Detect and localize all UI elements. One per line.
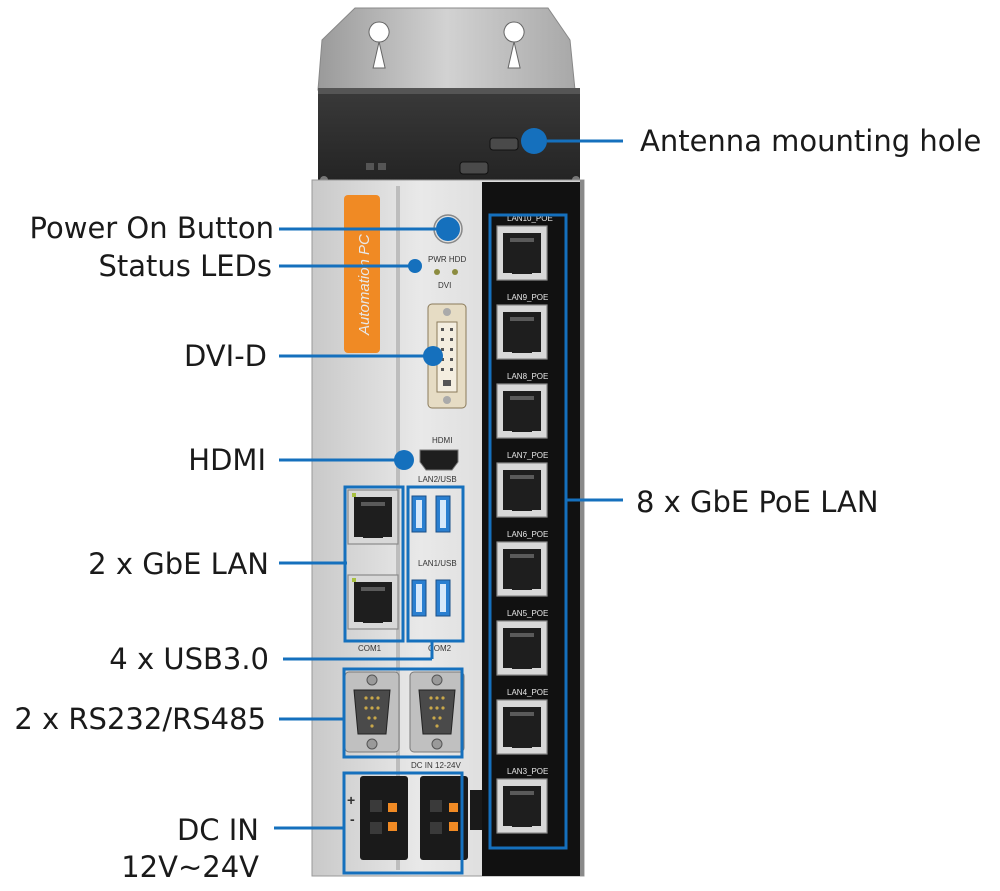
lan2-usb-label: LAN2/USB	[418, 475, 457, 484]
label-gbe-lan: 2 x GbE LAN	[88, 547, 269, 581]
label-poe-lan: 8 x GbE PoE LAN	[636, 485, 879, 519]
poe-port-label: LAN10_POE	[507, 214, 553, 223]
poe-port-label: LAN7_POE	[507, 451, 548, 460]
poe-port	[496, 541, 548, 597]
poe-port-label: LAN5_POE	[507, 609, 548, 618]
keyhole-right	[503, 21, 525, 69]
dc-terminal-graphic: + -	[347, 776, 482, 860]
poe-port	[496, 304, 548, 360]
label-dc-in-range: 12V~24V	[121, 850, 259, 884]
label-status-leds: Status LEDs	[98, 249, 272, 283]
poe-port	[496, 462, 548, 518]
com1-label: COM1	[358, 644, 382, 653]
keyhole-left	[368, 21, 390, 69]
label-hdmi: HDMI	[188, 443, 266, 477]
brand-strip-text: Automation PC	[356, 234, 373, 336]
poe-port-label: LAN9_POE	[507, 293, 548, 302]
callout-dots	[394, 128, 547, 470]
poe-port	[496, 383, 548, 439]
hdmi-port-graphic: HDMI	[419, 436, 459, 471]
callout-lines	[274, 139, 623, 875]
poe-port-label: LAN3_POE	[507, 767, 548, 776]
label-antenna: Antenna mounting hole	[640, 124, 982, 158]
label-dvi: DVI-D	[183, 339, 267, 373]
dc-in-small-label: DC IN 12-24V	[411, 761, 461, 770]
dvi-label: DVI	[438, 281, 451, 290]
poe-port	[496, 620, 548, 676]
poe-panel: LAN10_POE LAN9_POE LAN8_POE LAN7_POE LAN6_PO…	[482, 182, 580, 876]
lan1-usb-label: LAN1/USB	[418, 559, 457, 568]
label-power-button: Power On Button	[29, 211, 274, 245]
label-usb: 4 x USB3.0	[109, 642, 269, 676]
hdmi-small-label: HDMI	[432, 436, 452, 445]
poe-port	[496, 225, 548, 281]
label-dc-in: DC IN	[176, 813, 259, 847]
mounting-bracket	[317, 7, 576, 91]
poe-port	[496, 699, 548, 755]
poe-port-label: LAN4_POE	[507, 688, 548, 697]
gbe-lan-graphic	[347, 489, 399, 630]
pwr-hdd-label: PWR HDD	[428, 255, 466, 264]
svg-text:-: -	[350, 811, 355, 827]
com2-label: COM2	[428, 644, 452, 653]
poe-port	[496, 778, 548, 834]
brand-strip: Automation PC	[344, 195, 380, 353]
label-rs232: 2 x RS232/RS485	[14, 702, 266, 736]
svg-text:+: +	[347, 792, 355, 808]
poe-port-label: LAN8_POE	[507, 372, 548, 381]
poe-port-label: LAN6_POE	[507, 530, 548, 539]
